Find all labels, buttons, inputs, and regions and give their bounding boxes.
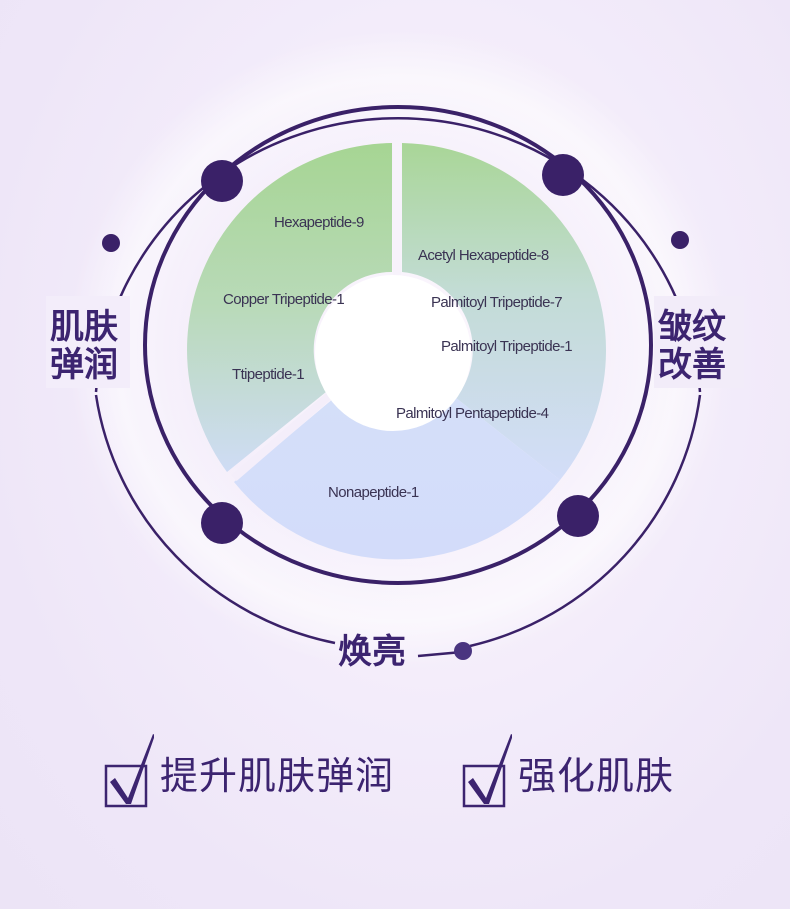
ring-node-top-right [542,154,584,196]
outer-node-bottom [454,642,472,660]
segment-label-hexapeptide-9: Hexapeptide-9 [274,214,364,231]
benefit-item: 强化肌肤 [462,718,675,808]
outer-node-right [671,231,689,249]
donut-segment-right [402,143,607,480]
outer-node-left [102,234,120,252]
side-label-left-line2: 弹润 [50,345,118,385]
side-label-wrinkle-improvement: 皱纹 改善 [658,308,726,384]
outer-ring-top-arc [94,117,702,393]
inner-ring [143,105,653,585]
benefit-item: 提升肌肤弹润 [104,718,395,808]
bottom-label-brightening: 焕亮 [338,632,406,672]
benefit-label: 提升肌肤弹润 [160,754,395,798]
side-label-skin-elasticity: 肌肤 弹润 [50,308,118,384]
segment-label-palmitoyl-pentapeptide-4: Palmitoyl Pentapeptide-4 [396,405,549,422]
donut-hole [315,275,471,431]
outer-ring-left-lower-arc [94,394,336,645]
benefit-label: 强化肌肤 [518,754,675,798]
donut-segment-left [187,143,392,472]
donut-segment-bottom [234,398,560,560]
ring-node-top-left [201,160,243,202]
checkbox-checked-icon [462,728,513,808]
label-gap-left [46,296,130,388]
ring-node-bottom-right [557,495,599,537]
segment-label-copper-tripeptide-1: Copper Tripeptide-1 [223,291,345,308]
checkbox-checked-icon [104,728,155,808]
ring-node-bottom-left [201,502,243,544]
segment-label-nonapeptide-1: Nonapeptide-1 [328,484,419,501]
side-label-right-line1: 皱纹 [658,307,726,347]
segment-label-palmitoyl-tripeptide-1: Palmitoyl Tripeptide-1 [441,338,573,355]
segment-label-acetyl-hexapeptide-8: Acetyl Hexapeptide-8 [418,247,549,264]
segment-gap [231,391,333,482]
label-gap-right [654,296,744,388]
outer-ring-right-lower-arc [469,394,702,648]
segment-label-ttipeptide-1: Ttipeptide-1 [232,366,305,383]
side-label-right-line2: 改善 [658,345,726,385]
side-label-left-line1: 肌肤 [50,307,118,347]
segment-label-palmitoyl-tripeptide-7: Palmitoyl Tripeptide-7 [431,294,563,311]
